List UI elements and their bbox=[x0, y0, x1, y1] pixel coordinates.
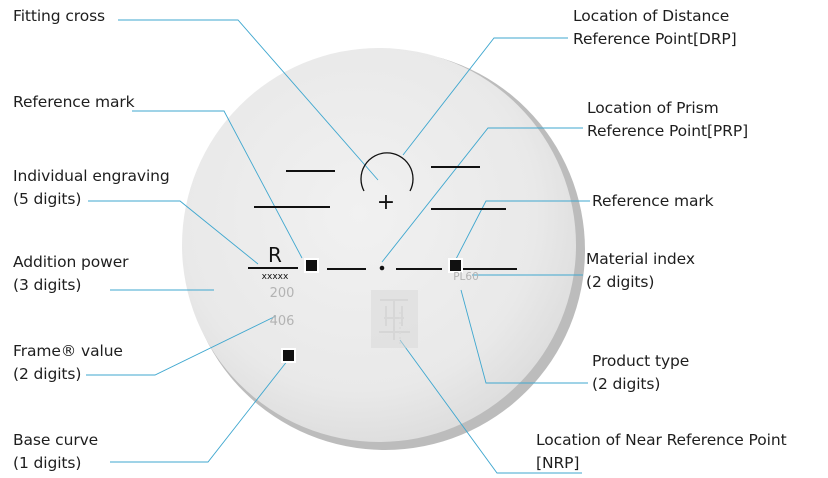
material-code: PL60 bbox=[453, 271, 479, 283]
label-product-type: Product type (2 digits) bbox=[592, 352, 690, 393]
engraving-digits: xxxxx bbox=[262, 272, 289, 282]
label-reference-mark-right: Reference mark bbox=[592, 192, 714, 210]
drp-circle bbox=[360, 152, 414, 192]
label-nrp: Location of Near Reference Point [NRP] bbox=[536, 431, 787, 472]
leader-prp bbox=[381, 127, 583, 263]
reference-mark-square-left bbox=[304, 258, 319, 273]
addition-value: 200 bbox=[270, 286, 295, 301]
label-prp: Location of Prism Reference Point[PRP] bbox=[587, 99, 749, 140]
bottom-square bbox=[281, 348, 296, 363]
label-drp: Location of Distance Reference Point[DRP… bbox=[573, 7, 737, 48]
prp-dot bbox=[379, 265, 385, 271]
leader-individual-engraving bbox=[88, 200, 259, 265]
label-reference-mark-left: Reference mark bbox=[13, 93, 135, 111]
lens-logo bbox=[371, 290, 418, 348]
horizontal-marks bbox=[248, 166, 517, 270]
label-base-curve: Base curve (1 digits) bbox=[13, 431, 99, 472]
leader-reference-mark-left bbox=[132, 110, 303, 259]
label-material-index: Material index (2 digits) bbox=[586, 250, 695, 291]
frame-base-value: 406 bbox=[270, 314, 295, 329]
leader-nrp bbox=[399, 339, 582, 474]
side-letter: R bbox=[268, 243, 282, 267]
leader-product-type bbox=[460, 289, 588, 384]
fitting-cross-symbol: + bbox=[377, 190, 395, 215]
leader-reference-mark-right bbox=[455, 200, 590, 260]
leader-fitting-cross bbox=[118, 19, 379, 181]
leader-drp bbox=[402, 37, 568, 156]
leader-base-curve bbox=[110, 359, 289, 463]
label-frame-value: Frame® value (2 digits) bbox=[13, 342, 123, 383]
leader-frame-value bbox=[86, 315, 277, 376]
lens-disc bbox=[182, 48, 576, 442]
leader-lines bbox=[86, 19, 590, 474]
label-individual-engraving: Individual engraving (5 digits) bbox=[13, 167, 170, 208]
reference-mark-square-right bbox=[448, 258, 463, 273]
label-addition-power: Addition power (3 digits) bbox=[13, 253, 129, 294]
label-fitting-cross: Fitting cross bbox=[13, 7, 106, 25]
